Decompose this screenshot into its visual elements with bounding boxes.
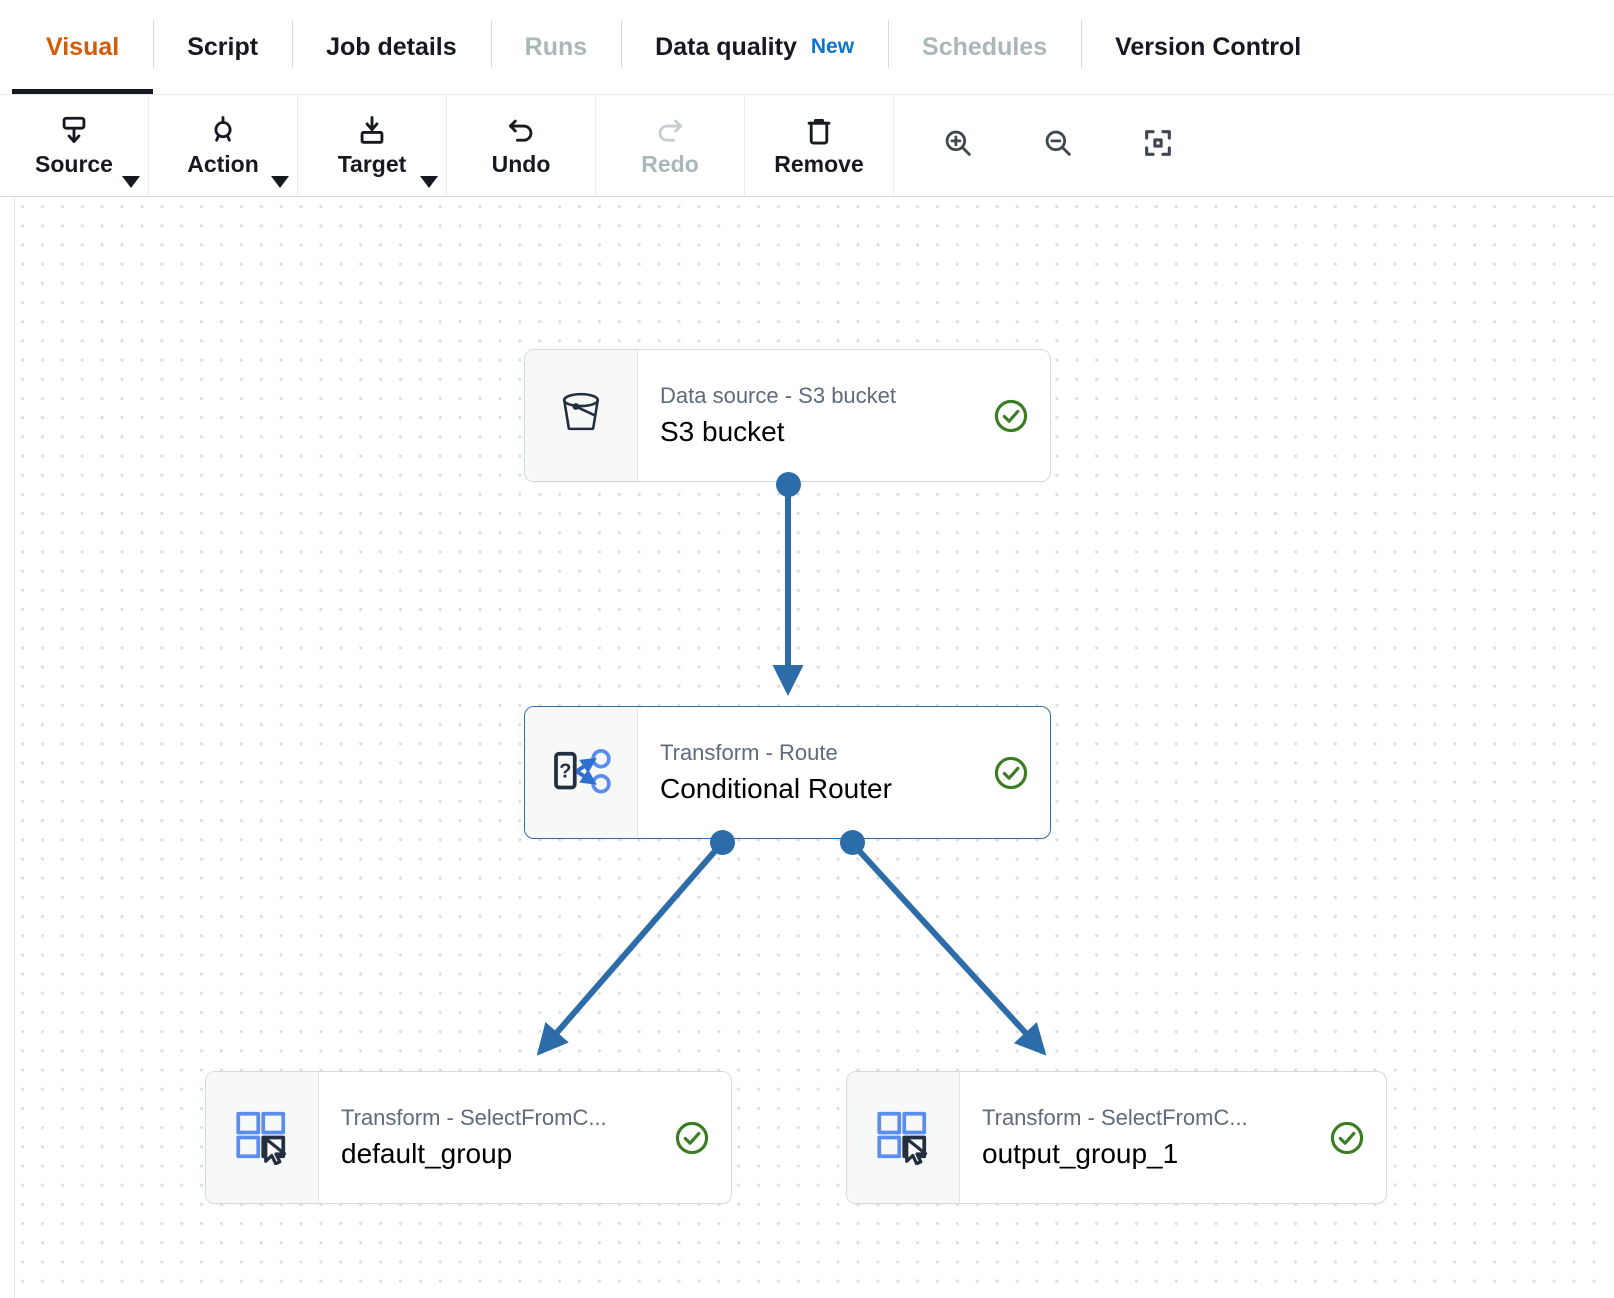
connection-handle-s3-output[interactable]	[776, 472, 801, 497]
fit-to-screen-button[interactable]	[1108, 126, 1208, 165]
s3-bucket-icon	[550, 382, 612, 449]
target-button[interactable]: Target	[298, 95, 447, 196]
undo-label: Undo	[491, 151, 551, 177]
node-subtitle: Transform - SelectFromC...	[341, 1105, 607, 1130]
tab-label: Runs	[524, 32, 588, 61]
tab-visual[interactable]: Visual	[12, 0, 154, 94]
redo-button[interactable]: Redo	[596, 95, 745, 196]
tab-label: Job details	[326, 32, 457, 61]
tab-version-control[interactable]: Version Control	[1081, 0, 1335, 94]
redo-label: Redo	[641, 151, 699, 177]
editor-toolbar: Source Action Target	[0, 94, 1614, 197]
connection-handle-router-output-2[interactable]	[840, 830, 865, 855]
trash-icon	[802, 113, 836, 149]
source-icon	[57, 113, 91, 149]
target-icon	[355, 113, 389, 149]
new-badge: New	[810, 35, 855, 58]
status-badge-valid	[1328, 1119, 1366, 1157]
redo-icon	[653, 113, 687, 149]
fit-to-screen-icon	[1141, 126, 1175, 165]
node-text-container: Data source - S3 bucket S3 bucket	[660, 383, 978, 448]
edge-router-to-default-group	[536, 841, 725, 1056]
node-icon-container	[206, 1072, 319, 1203]
node-text-container: Transform - SelectFromC... default_group	[341, 1105, 659, 1170]
chevron-down-icon[interactable]	[122, 176, 140, 188]
connection-handle-router-output-1[interactable]	[710, 830, 735, 855]
tab-job-details[interactable]: Job details	[292, 0, 491, 94]
undo-icon	[504, 113, 538, 149]
node-text-container: Transform - Route Conditional Router	[660, 740, 978, 805]
source-label: Source	[35, 151, 113, 177]
zoom-in-icon	[941, 126, 975, 165]
node-s3-bucket[interactable]: Data source - S3 bucket S3 bucket	[524, 349, 1051, 482]
node-title: output_group_1	[982, 1138, 1179, 1169]
tab-label: Script	[187, 32, 259, 61]
node-conditional-router[interactable]: ? Transform - Route Conditional Router	[524, 706, 1051, 839]
visual-canvas[interactable]: Data source - S3 bucket S3 bucket ?	[14, 197, 1600, 1298]
node-title: Conditional Router	[660, 773, 892, 804]
node-subtitle: Data source - S3 bucket	[660, 383, 897, 408]
action-button[interactable]: Action	[149, 95, 298, 196]
node-body: Transform - Route Conditional Router	[638, 707, 1050, 838]
tab-script[interactable]: Script	[153, 0, 292, 94]
node-body: Data source - S3 bucket S3 bucket	[638, 350, 1050, 481]
tab-schedules[interactable]: Schedules	[888, 0, 1081, 94]
node-default-group[interactable]: Transform - SelectFromC... default_group	[205, 1071, 732, 1204]
action-label: Action	[187, 151, 259, 177]
node-title: default_group	[341, 1138, 513, 1169]
undo-button[interactable]: Undo	[447, 95, 596, 196]
status-badge-valid	[992, 397, 1030, 435]
tab-bar: Visual Script Job details Runs Data qual…	[0, 0, 1614, 94]
action-icon	[206, 113, 240, 149]
tab-data-quality[interactable]: Data quality New	[621, 0, 888, 94]
node-subtitle: Transform - Route	[660, 740, 838, 765]
node-output-group-1[interactable]: Transform - SelectFromC... output_group_…	[846, 1071, 1387, 1204]
zoom-out-icon	[1041, 126, 1075, 165]
tab-runs[interactable]: Runs	[490, 0, 622, 94]
tab-label: Schedules	[922, 32, 1048, 61]
select-from-collection-icon	[230, 1105, 294, 1170]
node-icon-container	[525, 350, 638, 481]
status-badge-valid	[992, 754, 1030, 792]
zoom-in-button[interactable]	[908, 126, 1008, 165]
node-icon-container: ?	[525, 707, 638, 838]
svg-text:?: ?	[559, 761, 571, 783]
node-body: Transform - SelectFromC... default_group	[319, 1072, 731, 1203]
tab-label: Version Control	[1115, 32, 1302, 61]
source-button[interactable]: Source	[0, 95, 149, 196]
chevron-down-icon[interactable]	[271, 176, 289, 188]
status-badge-valid	[673, 1119, 711, 1157]
route-icon: ?	[546, 739, 616, 806]
node-subtitle: Transform - SelectFromC...	[982, 1105, 1248, 1130]
zoom-controls	[894, 95, 1208, 196]
zoom-out-button[interactable]	[1008, 126, 1108, 165]
edge-router-to-output-group-1	[849, 840, 1047, 1056]
tab-label: Data quality	[655, 32, 797, 61]
chevron-down-icon[interactable]	[420, 176, 438, 188]
select-from-collection-icon	[871, 1105, 935, 1170]
node-text-container: Transform - SelectFromC... output_group_…	[982, 1105, 1314, 1170]
node-icon-container	[847, 1072, 960, 1203]
target-label: Target	[337, 151, 407, 177]
node-body: Transform - SelectFromC... output_group_…	[960, 1072, 1386, 1203]
remove-label: Remove	[774, 151, 864, 177]
tab-label: Visual	[46, 32, 120, 61]
node-title: S3 bucket	[660, 416, 785, 447]
remove-button[interactable]: Remove	[745, 95, 894, 196]
